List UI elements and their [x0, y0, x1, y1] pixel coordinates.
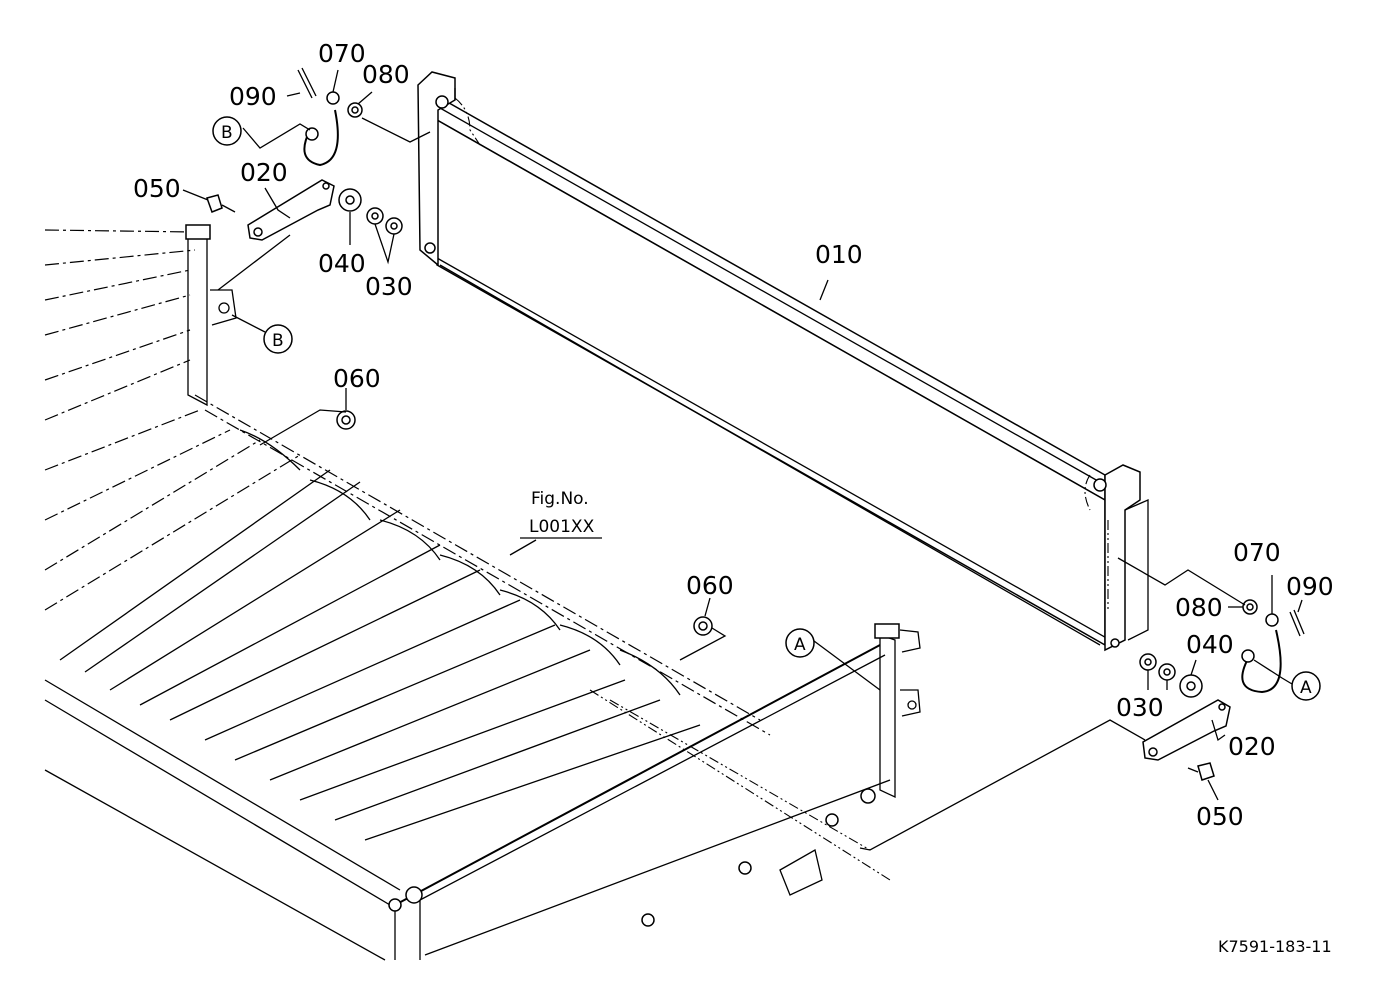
callout-090-left: 090 — [229, 82, 277, 111]
left-hardware — [206, 67, 713, 636]
detail-refs: B B A A — [212, 116, 1321, 701]
detail-ref-b-left: B — [212, 116, 242, 146]
cargo-bed — [44, 224, 921, 961]
tailgate-panel — [417, 71, 1149, 652]
callout-070-right: 070 — [1233, 538, 1281, 567]
detail-ref-a-right: A — [1291, 671, 1321, 701]
callout-060-top: 060 — [333, 364, 381, 393]
callout-020-left: 020 — [240, 158, 288, 187]
callout-020-right: 020 — [1228, 732, 1276, 761]
svg-text:B: B — [221, 123, 233, 143]
figure-code: K7591-183-11 — [1218, 937, 1332, 956]
callout-050-right: 050 — [1196, 802, 1244, 831]
wire-rope-left — [303, 109, 339, 167]
figure-reference: Fig.No. L001XX — [520, 489, 602, 539]
callout-070-left: 070 — [318, 39, 366, 68]
leader-lines — [182, 69, 1303, 851]
callout-050-left: 050 — [133, 174, 181, 203]
bracket-020-left — [247, 179, 335, 241]
callout-030-right: 030 — [1116, 693, 1164, 722]
callout-090-right: 090 — [1286, 572, 1334, 601]
callout-030-left: 030 — [365, 272, 413, 301]
bolt-050-right — [1197, 762, 1215, 781]
detail-ref-b-post: B — [263, 324, 293, 354]
post-cap-right — [874, 623, 900, 639]
callout-080-right: 080 — [1175, 593, 1223, 622]
svg-text:A: A — [1300, 678, 1312, 698]
callout-040-right: 040 — [1186, 630, 1234, 659]
reference-line2: L001XX — [529, 517, 595, 537]
right-hardware — [1139, 599, 1305, 781]
bracket-020-right — [1142, 699, 1231, 761]
post-cap-left — [185, 224, 211, 240]
callout-060-mid: 060 — [686, 571, 734, 600]
bolt-050-left — [206, 194, 223, 213]
svg-text:B: B — [272, 331, 284, 351]
nut-070-left — [326, 91, 340, 105]
callout-labels: 090 070 080 050 020 040 030 010 060 060 … — [133, 39, 1334, 831]
callout-040-left: 040 — [318, 249, 366, 278]
svg-text:A: A — [794, 635, 806, 655]
callout-080-left: 080 — [362, 60, 410, 89]
reference-line1: Fig.No. — [531, 489, 589, 509]
detail-ref-a-top: A — [785, 628, 815, 658]
callout-010: 010 — [815, 240, 863, 269]
nut-070-right — [1265, 613, 1279, 627]
wire-rope-right — [1241, 629, 1282, 694]
